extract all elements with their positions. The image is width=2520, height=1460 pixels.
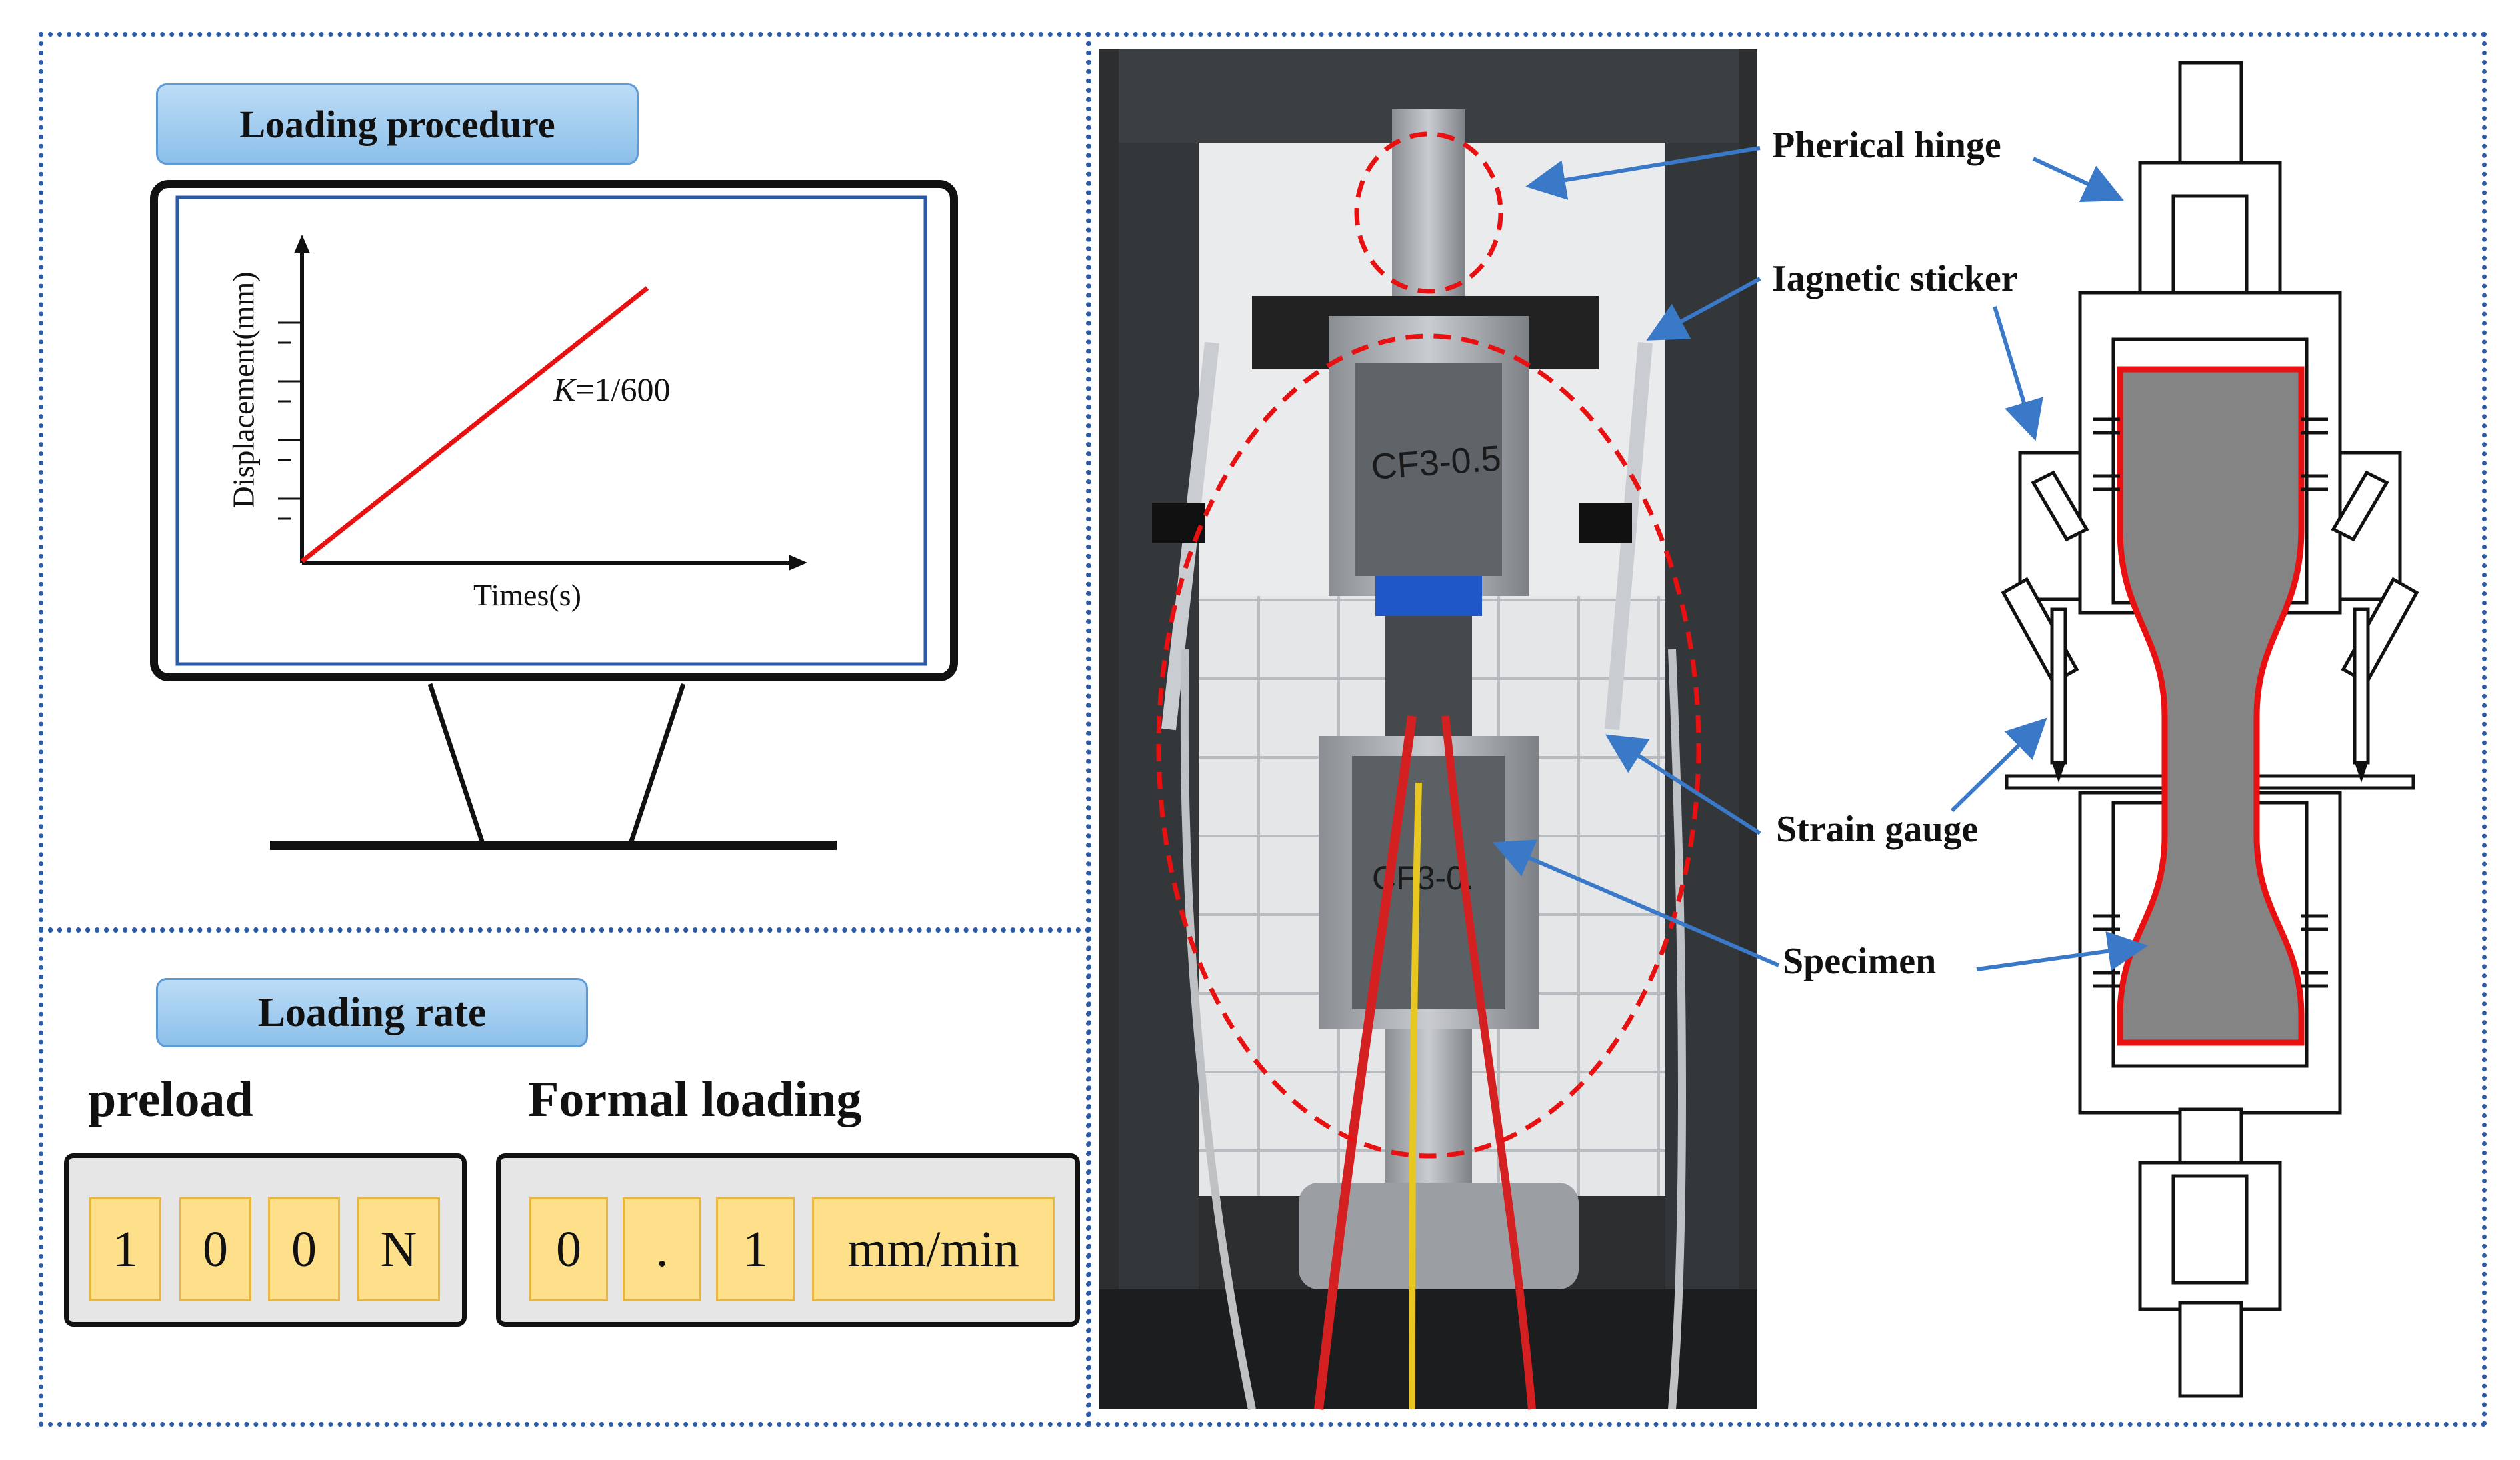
formal-digit-2: . bbox=[623, 1197, 701, 1301]
test-setup-photo: CF3-0.5 CF3-0. bbox=[1099, 49, 1757, 1411]
photo-cable-red-1 bbox=[1314, 715, 1417, 1410]
callout-strain-gauge: Strain gauge bbox=[1776, 809, 1979, 850]
slope-variable: K bbox=[553, 371, 576, 408]
loading-line bbox=[300, 286, 649, 563]
monitor-stand-left bbox=[427, 683, 485, 843]
photo-hinge-ellipse bbox=[1354, 131, 1503, 294]
arrow-specimen-photo bbox=[1492, 839, 1780, 967]
arrow-sticker-schematic bbox=[1993, 306, 2043, 441]
preload-unit: N bbox=[357, 1197, 440, 1301]
arrow-specimen-schematic bbox=[1976, 931, 2148, 971]
schematic-right-arm-top bbox=[2331, 470, 2389, 542]
slope-value: =1/600 bbox=[575, 371, 671, 408]
chart-y-ticks bbox=[278, 321, 302, 520]
callout-magnetic-sticker: Iagnetic sticker bbox=[1772, 258, 2018, 299]
photo-cable-grey bbox=[1668, 649, 1686, 1410]
schematic-top-rod bbox=[2178, 61, 2243, 171]
formal-unit: mm/min bbox=[812, 1197, 1055, 1301]
arrow-hinge-photo bbox=[1525, 146, 1761, 200]
photo-specimen-upper bbox=[1355, 363, 1502, 576]
right-frame bbox=[1087, 32, 2487, 1427]
preload-digit-1: 1 bbox=[89, 1197, 161, 1301]
photo-floor bbox=[1099, 1289, 1757, 1409]
chart-x-axis-label: Times(s) bbox=[473, 578, 581, 612]
photo-cable-grey-2 bbox=[1180, 649, 1256, 1411]
monitor-stand-right bbox=[629, 683, 686, 843]
callout-pherical-hinge: Pherical hinge bbox=[1772, 125, 2001, 166]
arrow-gauge-schematic bbox=[1950, 717, 2047, 813]
formal-loading-label: Formal loading bbox=[528, 1071, 862, 1127]
photo-blue-tape bbox=[1375, 576, 1482, 616]
preload-digit-3: 0 bbox=[268, 1197, 340, 1301]
procedure-chart bbox=[278, 235, 807, 571]
arrow-hinge-schematic bbox=[2032, 157, 2124, 203]
photo-right-pillar bbox=[1665, 49, 1739, 1316]
preload-label: preload bbox=[88, 1071, 253, 1127]
schematic-bottom-rod bbox=[2178, 1301, 2243, 1398]
photo-specimen-mark-top: CF3-0.5 bbox=[1370, 438, 1503, 487]
arrow-gauge-photo bbox=[1605, 734, 1761, 835]
formal-digit-1: 0 bbox=[529, 1197, 608, 1301]
chart-y-arrowhead bbox=[294, 235, 310, 253]
schematic-bolt-marks bbox=[2093, 417, 2328, 988]
schematic-bottom-hinge-inner bbox=[2171, 1174, 2249, 1285]
schematic-specimen bbox=[2117, 366, 2305, 1046]
schematic-right-probe-tip bbox=[2355, 763, 2368, 783]
schematic-top-hinge-inner bbox=[2171, 194, 2249, 305]
loading-procedure-title: Loading procedure bbox=[156, 83, 639, 165]
photo-cable-yellow bbox=[1409, 782, 1422, 1410]
arrow-sticker-photo bbox=[1646, 277, 1761, 341]
preload-digit-2: 0 bbox=[179, 1197, 251, 1301]
callout-specimen: Specimen bbox=[1783, 941, 1937, 982]
loading-rate-title: Loading rate bbox=[156, 978, 588, 1047]
chart-x-arrowhead bbox=[789, 555, 807, 571]
photo-knob-right bbox=[1579, 503, 1632, 543]
schematic-left-arm-top bbox=[2031, 470, 2089, 542]
chart-slope-label: K=1/600 bbox=[553, 370, 670, 409]
photo-cable-red-2 bbox=[1441, 715, 1536, 1410]
formal-digit-3: 1 bbox=[716, 1197, 795, 1301]
photo-specimen-ellipse bbox=[1156, 333, 1701, 1159]
schematic-left-probe-tip bbox=[2052, 763, 2065, 783]
